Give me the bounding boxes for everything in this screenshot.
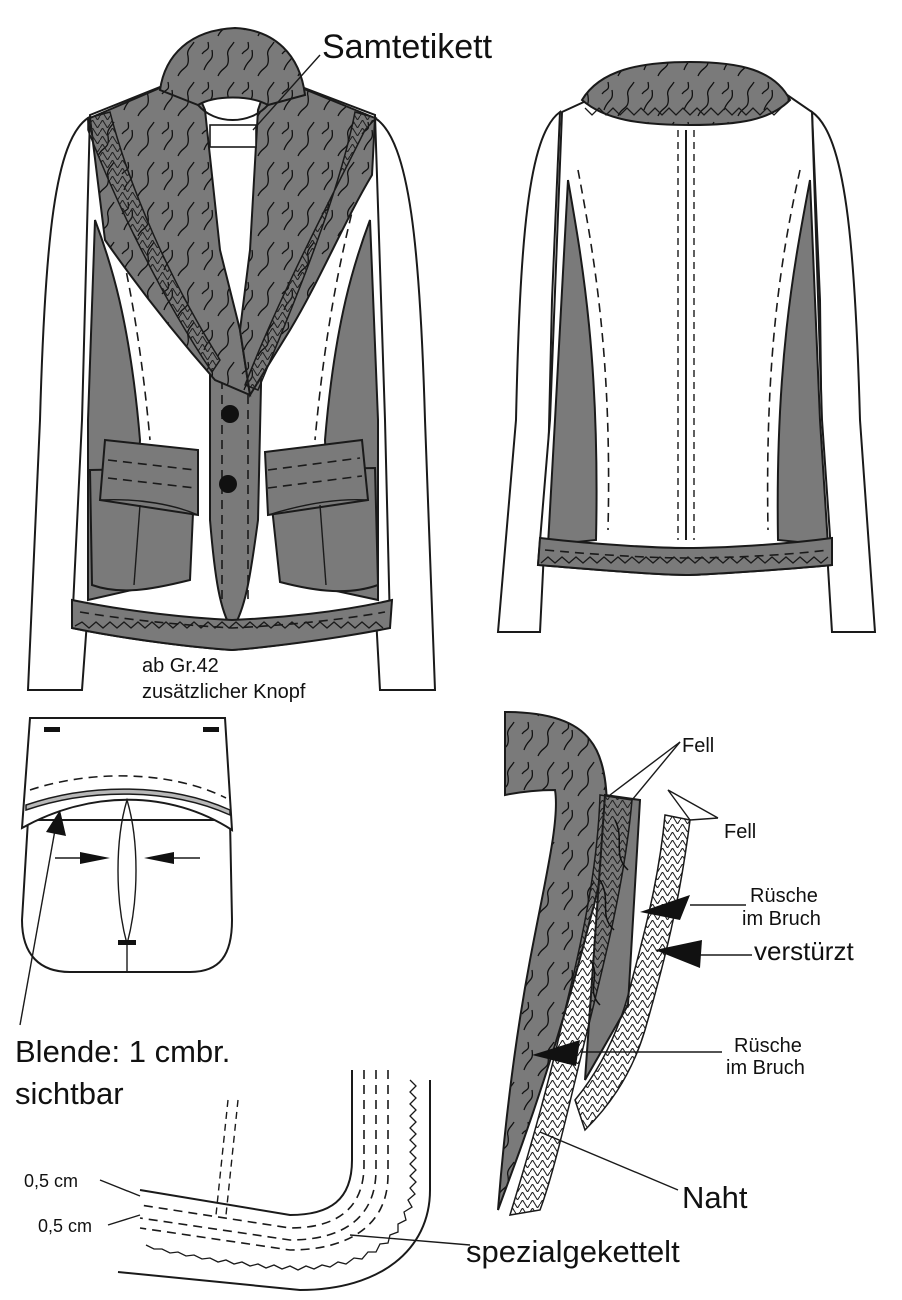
front-button-2: [219, 475, 237, 493]
lapel-detail-ruffle-2: [574, 814, 691, 1132]
label-ab-gr: ab Gr.42: [142, 655, 219, 677]
label-rusche-2-line1: Rüsche: [734, 1035, 802, 1057]
back-side-panel-left: [546, 179, 598, 547]
label-naht: Naht: [682, 1180, 748, 1215]
back-collar: [580, 60, 792, 127]
pocket-detail-flap: [20, 717, 234, 832]
label-fell-2: Fell: [724, 821, 756, 843]
pocket-flap-mark-right: [203, 727, 219, 732]
label-rusche-1-line1: Rüsche: [750, 885, 818, 907]
label-fell-1: Fell: [682, 735, 714, 757]
label-blende-line1: Blende: 1 cmbr.: [15, 1034, 230, 1069]
back-side-panel-right: [776, 179, 830, 547]
pocket-flap-mark-left: [44, 727, 60, 732]
front-collar: [158, 26, 307, 107]
hem-corner-detail: [99, 1070, 471, 1292]
pocket-pleat-mark: [118, 940, 136, 945]
lapel-detail-ruffle-1: [508, 794, 633, 1216]
label-measure-2: 0,5 cm: [38, 1216, 92, 1236]
front-ruffle-left: [87, 111, 221, 374]
label-samtetikett: Samtetikett: [322, 28, 493, 66]
front-lapel-left: [88, 73, 252, 397]
label-spezialgekettelt: spezialgekettelt: [466, 1234, 680, 1269]
front-button-1: [221, 405, 239, 423]
back-view: [496, 60, 877, 633]
lapel-detail-fur: [497, 710, 608, 1211]
label-versturzt: verstürzt: [754, 936, 854, 966]
lapel-detail: [497, 710, 752, 1216]
label-rusche-1-line2: im Bruch: [742, 908, 821, 930]
pocket-detail: [19, 717, 234, 1026]
label-zusaetzlicher-knopf: zusätzlicher Knopf: [142, 681, 306, 703]
back-hem-band: [536, 536, 833, 577]
samtetikett-label-patch: [209, 124, 257, 148]
front-view: [26, 26, 437, 691]
label-measure-1: 0,5 cm: [24, 1171, 78, 1191]
label-blende-line2: sichtbar: [15, 1076, 124, 1111]
label-rusche-2-line2: im Bruch: [726, 1057, 805, 1079]
front-ruffle-right: [244, 111, 378, 391]
